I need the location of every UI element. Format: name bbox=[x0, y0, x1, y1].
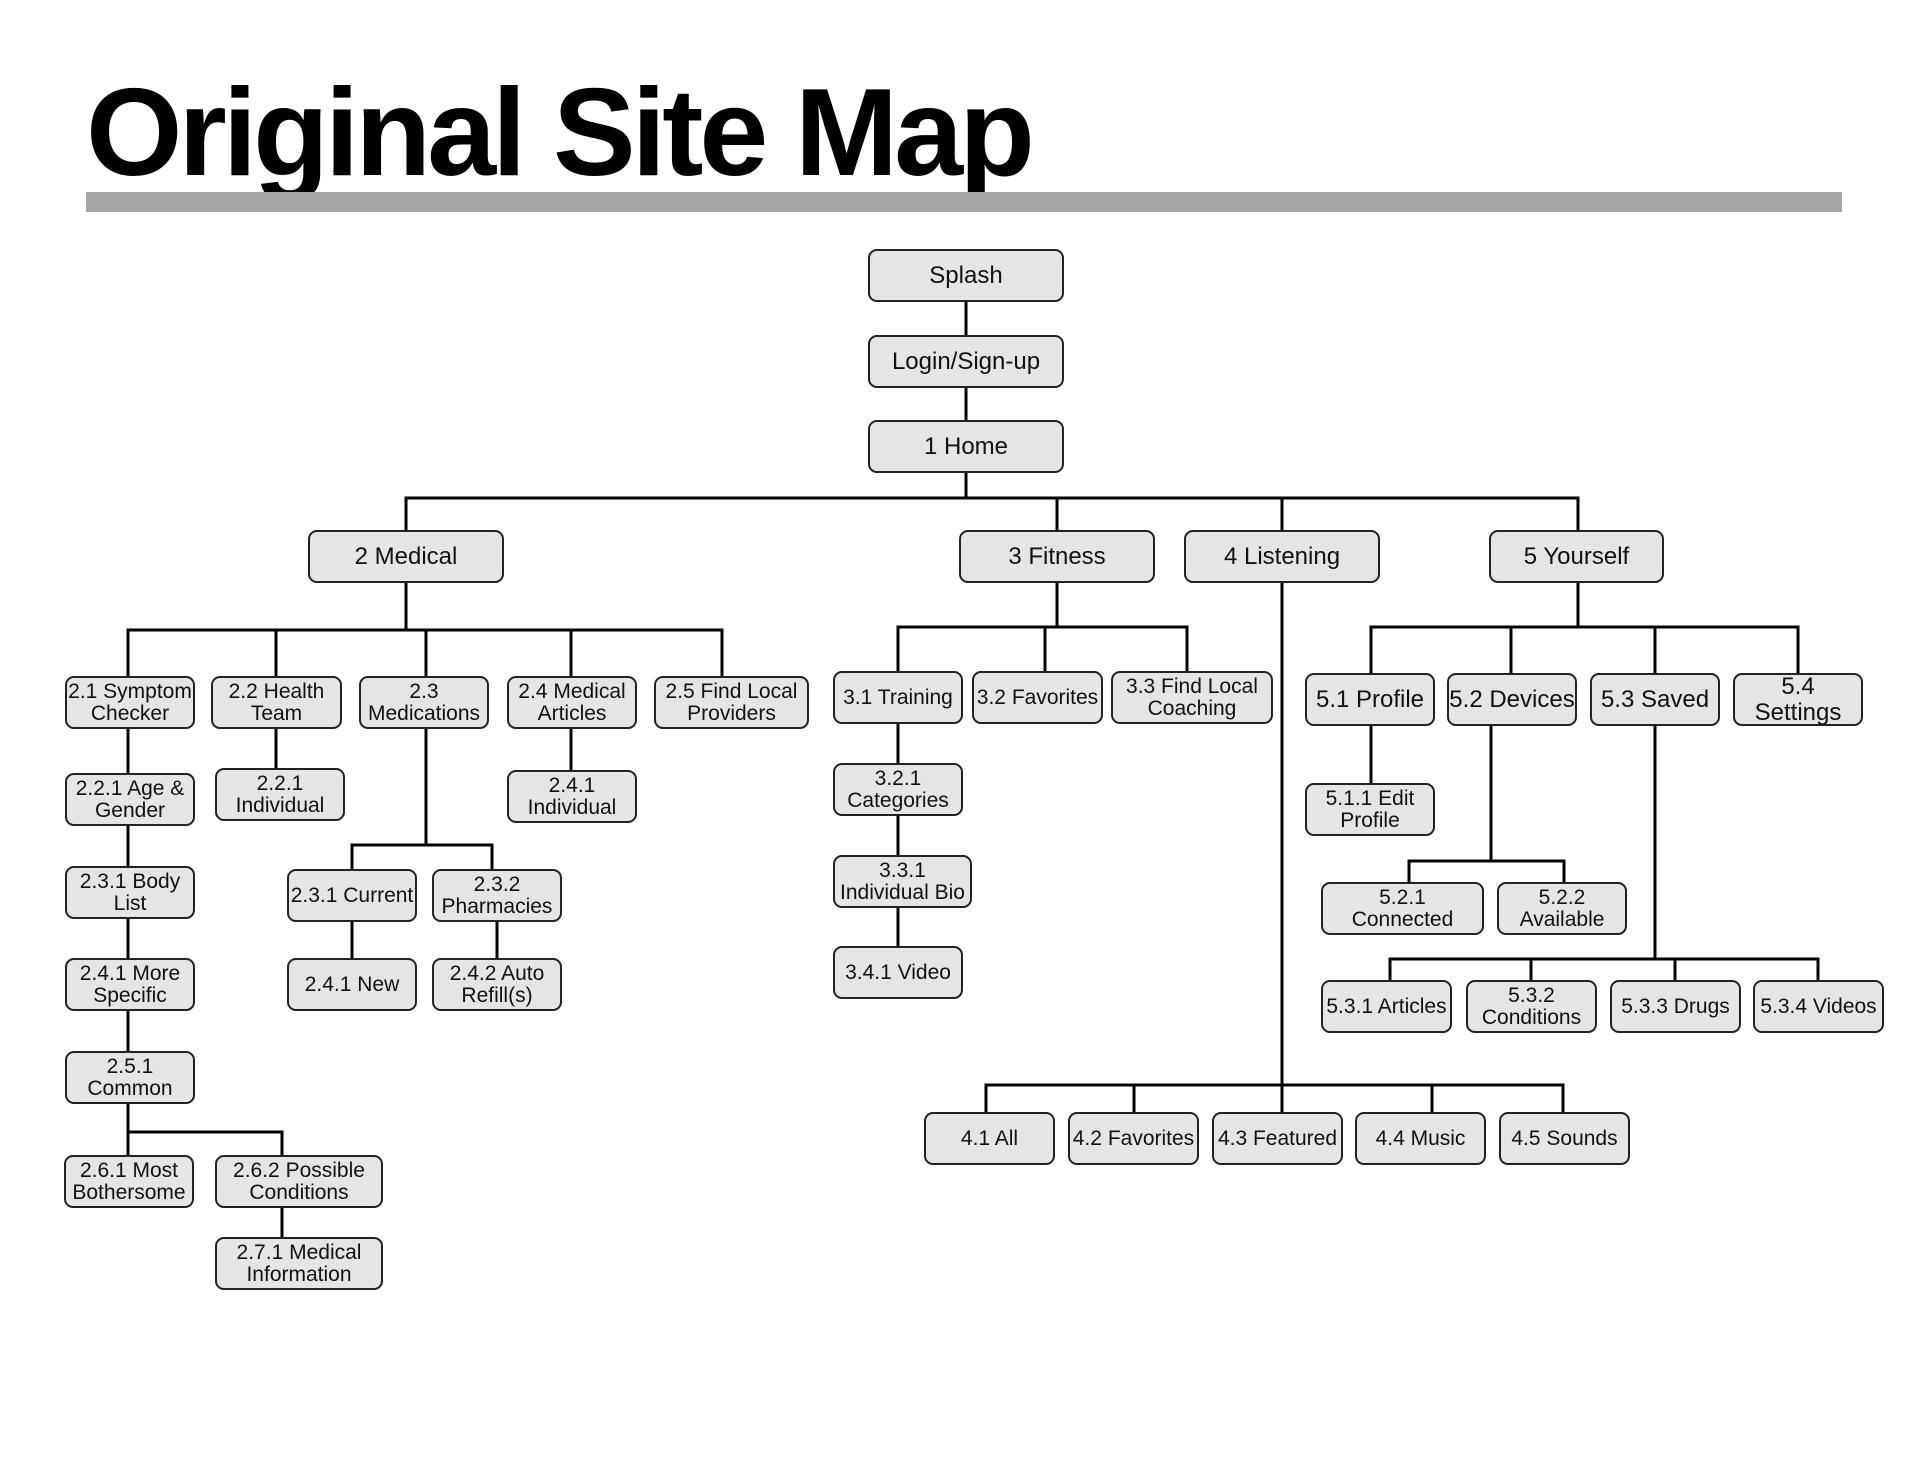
node-2-4-1-new[interactable]: 2.4.1 New bbox=[287, 958, 417, 1011]
node-fitness[interactable]: 3 Fitness bbox=[959, 530, 1155, 583]
node-4-5-sounds[interactable]: 4.5 Sounds bbox=[1499, 1112, 1630, 1165]
node-5-3-4-videos[interactable]: 5.3.4 Videos bbox=[1753, 980, 1884, 1033]
node-2-3-1-body-list[interactable]: 2.3.1 Body List bbox=[65, 866, 195, 919]
node-2-4-1-individual[interactable]: 2.4.1 Individual bbox=[507, 770, 637, 823]
node-5-2-2-available[interactable]: 5.2.2 Available bbox=[1497, 882, 1627, 935]
node-2-6-1-most-bothersome[interactable]: 2.6.1 Most Bothersome bbox=[64, 1155, 194, 1208]
node-5-2-devices[interactable]: 5.2 Devices bbox=[1447, 673, 1577, 726]
node-4-2-favorites[interactable]: 4.2 Favorites bbox=[1068, 1112, 1199, 1165]
node-5-4-settings[interactable]: 5.4 Settings bbox=[1733, 673, 1863, 726]
node-2-5-find-local-providers[interactable]: 2.5 Find Local Providers bbox=[654, 676, 809, 729]
node-5-3-2-conditions[interactable]: 5.3.2 Conditions bbox=[1466, 980, 1597, 1033]
node-listening[interactable]: 4 Listening bbox=[1184, 530, 1380, 583]
node-2-4-medical-articles[interactable]: 2.4 Medical Articles bbox=[507, 676, 637, 729]
node-3-2-1-categories[interactable]: 3.2.1 Categories bbox=[833, 763, 963, 816]
node-3-3-1-individual-bio[interactable]: 3.3.1 Individual Bio bbox=[833, 855, 972, 908]
node-2-4-2-auto-refills[interactable]: 2.4.2 Auto Refill(s) bbox=[432, 958, 562, 1011]
node-2-6-2-possible-conditions[interactable]: 2.6.2 Possible Conditions bbox=[215, 1155, 383, 1208]
node-yourself[interactable]: 5 Yourself bbox=[1489, 530, 1664, 583]
node-3-2-favorites[interactable]: 3.2 Favorites bbox=[972, 671, 1103, 724]
node-home[interactable]: 1 Home bbox=[868, 420, 1064, 473]
node-3-3-find-local-coaching[interactable]: 3.3 Find Local Coaching bbox=[1111, 671, 1273, 724]
node-3-1-training[interactable]: 3.1 Training bbox=[833, 671, 963, 724]
page-title: Original Site Map bbox=[86, 64, 1035, 202]
node-2-7-1-medical-information[interactable]: 2.7.1 Medical Information bbox=[215, 1237, 383, 1290]
node-5-2-1-connected[interactable]: 5.2.1 Connected bbox=[1321, 882, 1484, 935]
node-2-3-2-pharmacies[interactable]: 2.3.2 Pharmacies bbox=[432, 869, 562, 922]
node-4-1-all[interactable]: 4.1 All bbox=[924, 1112, 1055, 1165]
title-divider bbox=[86, 192, 1842, 212]
node-5-1-1-edit-profile[interactable]: 5.1.1 Edit Profile bbox=[1305, 783, 1435, 836]
node-5-3-3-drugs[interactable]: 5.3.3 Drugs bbox=[1610, 980, 1741, 1033]
node-2-2-1-individual[interactable]: 2.2.1 Individual bbox=[215, 768, 345, 821]
node-3-4-1-video[interactable]: 3.4.1 Video bbox=[833, 946, 963, 999]
node-5-1-profile[interactable]: 5.1 Profile bbox=[1305, 673, 1435, 726]
node-2-1-symptom-checker[interactable]: 2.1 Symptom Checker bbox=[65, 676, 195, 729]
node-medical[interactable]: 2 Medical bbox=[308, 530, 504, 583]
node-4-4-music[interactable]: 4.4 Music bbox=[1355, 1112, 1486, 1165]
node-2-5-1-common[interactable]: 2.5.1 Common bbox=[65, 1051, 195, 1104]
node-login-signup[interactable]: Login/Sign-up bbox=[868, 335, 1064, 388]
node-2-2-health-team[interactable]: 2.2 Health Team bbox=[211, 676, 342, 729]
node-2-2-1-age-gender[interactable]: 2.2.1 Age & Gender bbox=[65, 773, 195, 826]
node-5-3-1-articles[interactable]: 5.3.1 Articles bbox=[1321, 980, 1452, 1033]
node-splash[interactable]: Splash bbox=[868, 249, 1064, 302]
node-5-3-saved[interactable]: 5.3 Saved bbox=[1590, 673, 1720, 726]
node-2-3-1-current[interactable]: 2.3.1 Current bbox=[287, 869, 417, 922]
node-4-3-featured[interactable]: 4.3 Featured bbox=[1212, 1112, 1343, 1165]
node-2-4-1-more-specific[interactable]: 2.4.1 More Specific bbox=[65, 958, 195, 1011]
node-2-3-medications[interactable]: 2.3 Medications bbox=[359, 676, 489, 729]
